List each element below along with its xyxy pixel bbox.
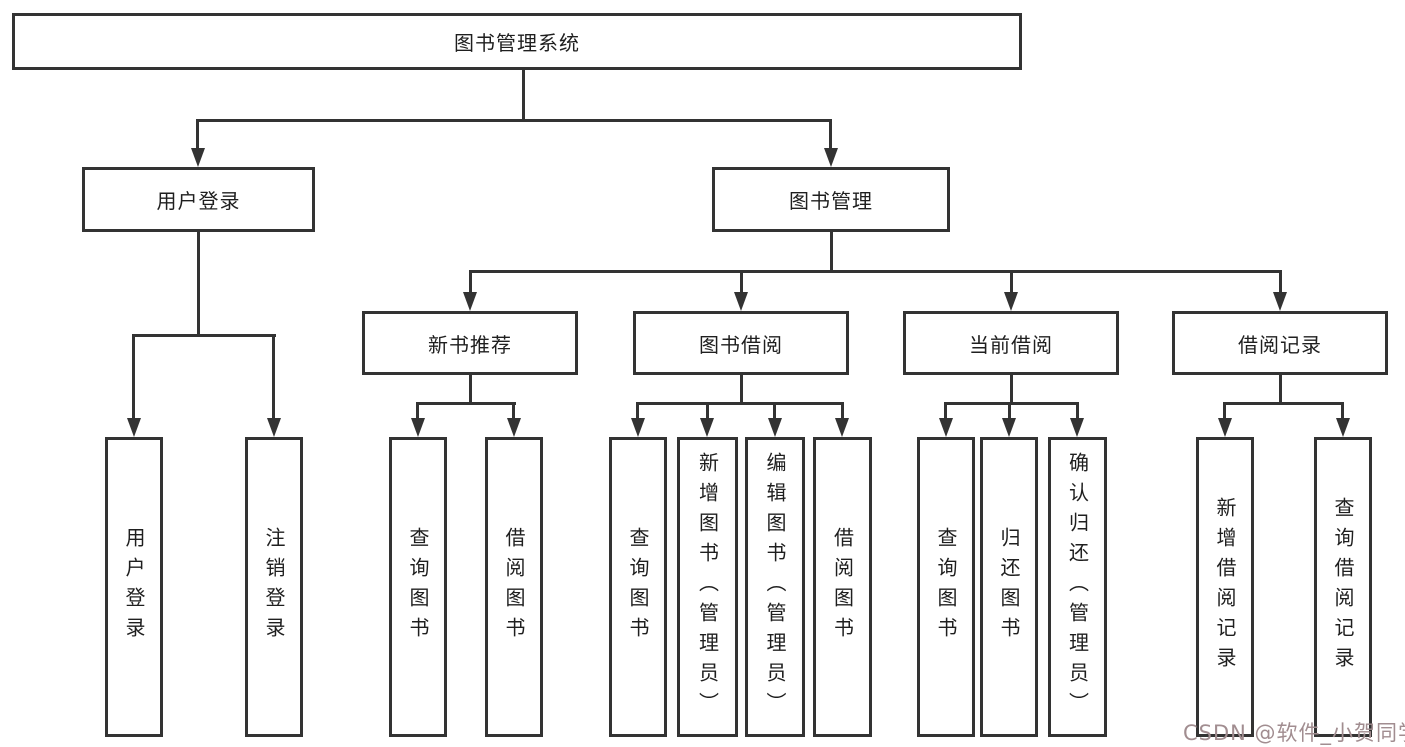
connector-user-login-rail (132, 334, 276, 337)
connector-leaf-drop (272, 337, 275, 418)
connector-leaf-drop (416, 405, 419, 419)
connector-leaf-drop (1341, 405, 1344, 419)
node-new-book-recommend: 新书推荐 (362, 311, 578, 375)
connector-group-drop (1010, 273, 1013, 293)
node-label: 查询图书 (934, 527, 958, 647)
leaf-query-books-1: 查询图书 (389, 437, 447, 737)
connector-leaf-drop (132, 337, 135, 418)
arrowhead (191, 148, 205, 167)
connector-group3-rail (944, 402, 1079, 405)
node-label: 查询图书 (626, 527, 650, 647)
node-label: 当前借阅 (969, 332, 1053, 357)
connector-group4-trunk (1279, 375, 1282, 405)
arrowhead (1070, 418, 1084, 437)
connector-leaf-drop (512, 405, 515, 419)
arrowhead (411, 418, 425, 437)
arrowhead (835, 418, 849, 437)
node-label: 借阅图书 (502, 527, 526, 647)
leaf-return-books: 归还图书 (980, 437, 1038, 737)
connector-group-drop (1279, 273, 1282, 293)
node-label: 图书借阅 (699, 332, 783, 357)
node-label: 新书推荐 (428, 332, 512, 357)
leaf-user-login: 用户登录 (105, 437, 163, 737)
connector-leaf-drop (773, 405, 776, 419)
connector-user-login-drop (196, 122, 199, 149)
node-label: 查询借阅记录 (1331, 497, 1355, 677)
leaf-query-books-3: 查询图书 (917, 437, 975, 737)
arrowhead (939, 418, 953, 437)
node-label: 查询图书 (406, 527, 430, 647)
node-book-management: 图书管理 (712, 167, 950, 232)
node-label: 编辑图书（管理员） (763, 452, 787, 722)
connector-level2-rail (196, 119, 832, 122)
arrowhead (1273, 292, 1287, 311)
arrowhead (463, 292, 477, 311)
node-label: 用户登录 (122, 527, 146, 647)
leaf-add-borrow-record: 新增借阅记录 (1196, 437, 1254, 737)
connector-group1-trunk (469, 375, 472, 405)
connector-root-trunk (522, 70, 525, 122)
connector-user-login-trunk (197, 232, 200, 336)
arrowhead (631, 418, 645, 437)
connector-group3-trunk (1010, 375, 1013, 405)
node-label: 新增图书（管理员） (695, 452, 720, 722)
node-label: 图书管理系统 (454, 31, 580, 55)
connector-leaf-drop (1223, 405, 1226, 419)
node-book-borrowing: 图书借阅 (633, 311, 849, 375)
node-current-borrowing: 当前借阅 (903, 311, 1119, 375)
arrowhead (700, 418, 714, 437)
node-user-login: 用户登录 (82, 167, 315, 232)
leaf-query-books-2: 查询图书 (609, 437, 667, 737)
arrowhead (1218, 418, 1232, 437)
leaf-borrow-books-1: 借阅图书 (485, 437, 543, 737)
connector-book-mgmt-trunk (830, 232, 833, 273)
connector-level3-rail (469, 270, 1282, 273)
connector-book-mgmt-drop (829, 122, 832, 149)
node-borrow-records: 借阅记录 (1172, 311, 1388, 375)
arrowhead (1336, 418, 1350, 437)
arrowhead (768, 418, 782, 437)
connector-group2-rail (636, 402, 844, 405)
leaf-query-borrow-record: 查询借阅记录 (1314, 437, 1372, 737)
connector-leaf-drop (706, 405, 709, 419)
connector-leaf-drop (636, 405, 639, 419)
node-label: 新增借阅记录 (1213, 497, 1237, 677)
arrowhead (127, 418, 141, 437)
connector-leaf-drop (1008, 405, 1011, 419)
connector-leaf-drop (944, 405, 947, 419)
arrowhead (824, 148, 838, 167)
node-label: 用户登录 (156, 189, 241, 213)
leaf-confirm-return-admin: 确认归还（管理员） (1048, 437, 1107, 737)
connector-leaf-drop (1076, 405, 1079, 419)
leaf-add-books-admin: 新增图书（管理员） (677, 437, 738, 737)
node-library-system: 图书管理系统 (12, 13, 1022, 70)
arrowhead (1004, 292, 1018, 311)
node-label: 图书管理 (789, 189, 873, 213)
node-label: 借阅图书 (830, 527, 855, 647)
connector-group-drop (740, 273, 743, 293)
arrowhead (734, 292, 748, 311)
node-label: 借阅记录 (1238, 332, 1322, 357)
node-label: 注销登录 (262, 527, 286, 647)
connector-group1-rail (416, 402, 516, 405)
node-label: 归还图书 (997, 527, 1021, 647)
connector-group2-trunk (740, 375, 743, 405)
arrowhead (267, 418, 281, 437)
leaf-logout: 注销登录 (245, 437, 303, 737)
arrowhead (507, 418, 521, 437)
watermark: CSDN @软件_小贺同学 (1183, 721, 1405, 745)
connector-group4-rail (1223, 402, 1344, 405)
arrowhead (1002, 418, 1016, 437)
connector-leaf-drop (841, 405, 844, 419)
node-label: 确认归还（管理员） (1065, 452, 1090, 722)
leaf-borrow-books-2: 借阅图书 (813, 437, 872, 737)
leaf-edit-books-admin: 编辑图书（管理员） (745, 437, 805, 737)
connector-group-drop (469, 273, 472, 293)
